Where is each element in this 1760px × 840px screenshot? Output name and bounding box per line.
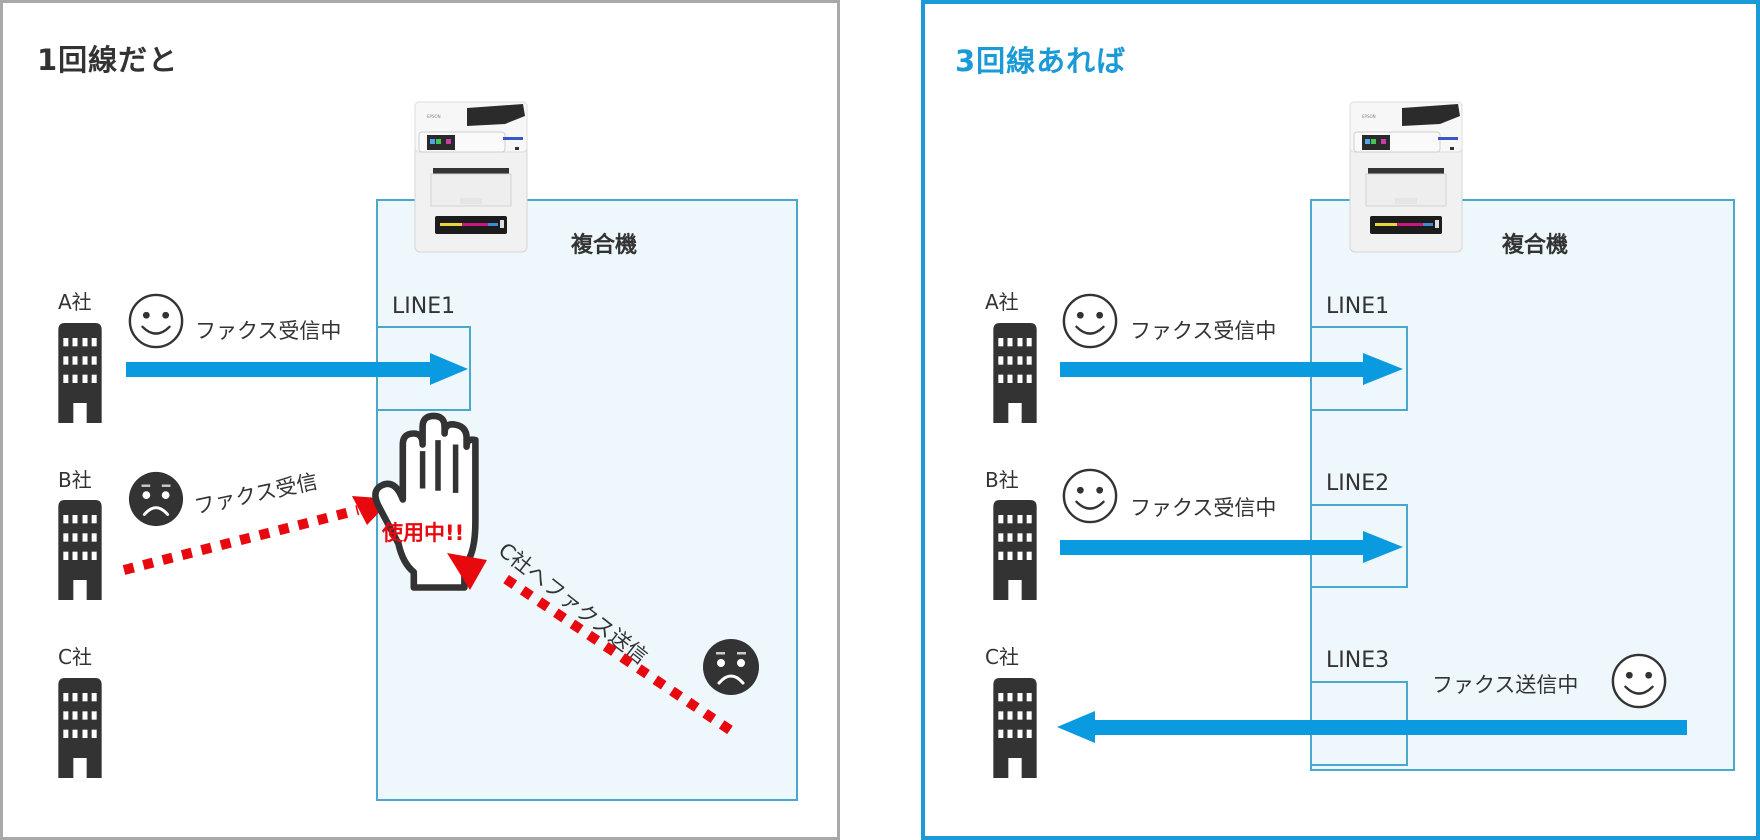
sad-face-icon — [127, 470, 185, 528]
status-c: ファクス送信中 — [1432, 673, 1578, 697]
office-building-icon — [993, 678, 1037, 778]
arrow-b-head — [1363, 531, 1403, 563]
arrow-a-shaft — [1060, 362, 1365, 377]
smiley-face-icon — [1062, 293, 1118, 349]
arrow-c-shaft — [1090, 720, 1687, 735]
right-diagram: 複合機 LINE1 LINE2 LINE3 A社 ファクス受信中 B社 ファクス… — [985, 101, 1735, 778]
arrow-b-dashed — [122, 505, 360, 575]
smiley-face-icon — [128, 293, 184, 349]
line1-label: LINE1 — [392, 294, 455, 319]
multifunction-printer-icon — [414, 101, 528, 253]
busy-label: 使用中!! — [381, 521, 464, 545]
smiley-face-icon — [1611, 653, 1667, 709]
machine-label: 複合機 — [571, 232, 637, 258]
arrow-c-dashed — [497, 570, 733, 735]
status-a: ファクス受信中 — [1130, 319, 1276, 343]
smiley-face-icon — [1062, 468, 1118, 524]
multifunction-printer-icon — [1349, 101, 1463, 253]
sad-face-icon — [701, 637, 761, 697]
office-building-icon — [993, 500, 1037, 600]
office-building-icon — [58, 678, 102, 778]
panel-title: 3回線あれば — [955, 44, 1127, 78]
line2-label: LINE2 — [1326, 471, 1389, 496]
status-b: ファクス受信中 — [1130, 496, 1276, 520]
office-building-icon — [58, 323, 102, 423]
company-c-label: C社 — [985, 645, 1019, 669]
company-a-label: A社 — [58, 290, 92, 314]
arrow-c-head — [1057, 711, 1095, 743]
line1-label: LINE1 — [1326, 294, 1389, 319]
status-a: ファクス受信中 — [195, 319, 341, 343]
arrow-c-head — [447, 553, 487, 590]
arrow-a-head — [1363, 353, 1403, 385]
machine-label: 複合機 — [1502, 232, 1568, 258]
arrow-b-shaft — [1060, 540, 1365, 555]
company-a-label: A社 — [985, 290, 1019, 314]
office-building-icon — [58, 500, 102, 600]
company-c-label: C社 — [58, 645, 92, 669]
company-b-label: B社 — [985, 468, 1019, 492]
panel-title: 1回線だと — [37, 43, 179, 77]
status-b: ファクス受信 — [192, 469, 320, 519]
left-diagram: 複合機 LINE1 A社 ファクス受信中 B社 ファクス受信 使用中!! C社へ… — [58, 101, 798, 801]
office-building-icon — [993, 323, 1037, 423]
arrow-a-shaft — [126, 362, 436, 377]
company-b-label: B社 — [58, 468, 92, 492]
arrow-a-head — [430, 353, 468, 385]
line3-label: LINE3 — [1326, 648, 1389, 673]
